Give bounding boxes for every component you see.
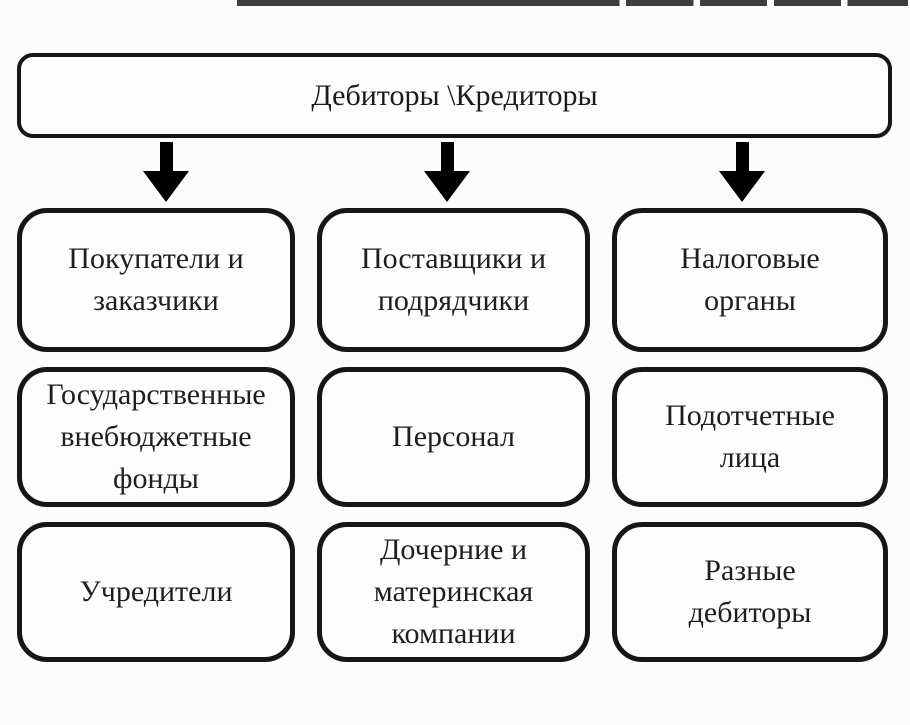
- box-label: Поставщики и подрядчики: [360, 242, 547, 317]
- box-label: Покупатели и заказчики: [68, 242, 244, 317]
- down-arrow-icon: [424, 142, 470, 202]
- box-label: Налоговые органы: [680, 242, 820, 317]
- arrow-stem: [440, 142, 454, 171]
- box-label: Государственные внебюджетные фонды: [46, 378, 266, 495]
- down-arrow-icon: [143, 142, 189, 202]
- box-founders: Учредители: [17, 522, 295, 662]
- box-accountable-persons: Подотчетные лица: [612, 367, 888, 507]
- box-buyers-and-customers: Покупатели и заказчики: [17, 208, 295, 352]
- box-label: Персонал: [392, 420, 515, 453]
- box-state-extrabudgetary-funds: Государственные внебюджетные фонды: [17, 367, 295, 507]
- arrow-stem: [159, 142, 173, 171]
- category-grid: Покупатели и заказчики Поставщики и подр…: [17, 208, 888, 662]
- diagram-title: Дебиторы \Кредиторы: [311, 78, 598, 112]
- box-label: Разные дебиторы: [688, 554, 812, 629]
- arrow-head: [424, 171, 470, 202]
- box-personnel: Персонал: [317, 367, 590, 507]
- box-label: Учредители: [79, 575, 233, 608]
- arrow-head: [143, 171, 189, 202]
- down-arrow-icon: [719, 142, 765, 202]
- arrow-stem: [735, 142, 749, 171]
- box-subsidiary-and-parent-companies: Дочерние и материнская компании: [317, 522, 590, 662]
- root-box-debtors-creditors: Дебиторы \Кредиторы: [17, 53, 892, 138]
- box-tax-authorities: Налоговые органы: [612, 208, 888, 352]
- box-label: Дочерние и материнская компании: [373, 533, 534, 650]
- box-various-debtors: Разные дебиторы: [612, 522, 888, 662]
- top-edge-crop-artifact: [237, 0, 908, 6]
- box-suppliers-and-contractors: Поставщики и подрядчики: [317, 208, 590, 352]
- arrow-head: [719, 171, 765, 202]
- box-label: Подотчетные лица: [665, 399, 835, 474]
